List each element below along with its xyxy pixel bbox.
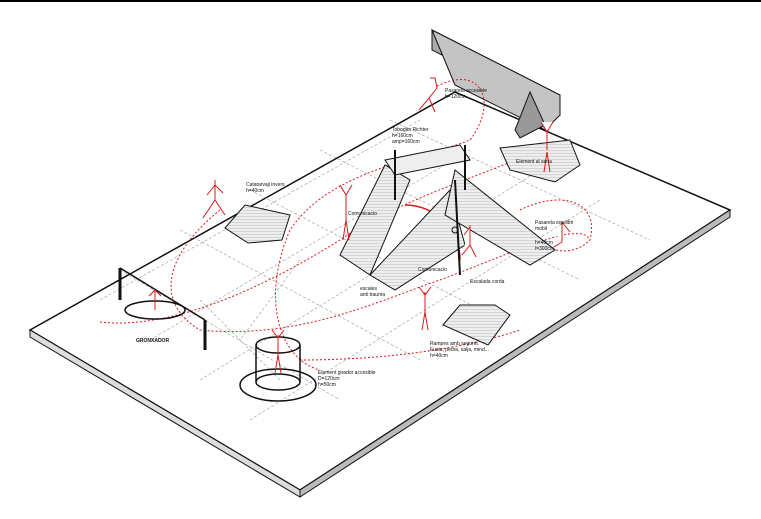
svg-text:h=160cm: h=160cm bbox=[392, 133, 413, 139]
svg-text:h=50cm: h=50cm bbox=[318, 382, 336, 388]
svg-text:escales: escales bbox=[360, 286, 377, 292]
label-comunicacio-2: Comunicacio bbox=[418, 267, 447, 273]
slide-tower bbox=[339, 144, 556, 291]
ground-slab-edge-right bbox=[299, 209, 731, 498]
svg-text:Fusta, pedra, salja, mind...: Fusta, pedra, salja, mind... bbox=[430, 347, 489, 353]
svg-text:mobil: mobil bbox=[535, 226, 547, 232]
inverted-climber bbox=[224, 204, 291, 244]
svg-text:h=40cm: h=40cm bbox=[535, 240, 553, 246]
swing bbox=[118, 267, 207, 350]
child-figures bbox=[148, 77, 571, 374]
label-pasarela: Pasarela accesible h=120cm bbox=[445, 88, 487, 100]
svg-text:amp=160cm: amp=160cm bbox=[392, 139, 420, 145]
label-girador: Element girador accesible D=120cm h=50cm bbox=[318, 370, 376, 388]
balance-walkway bbox=[499, 139, 581, 183]
svg-text:h=40cm: h=40cm bbox=[246, 188, 264, 194]
svg-text:Pasarela equilibri: Pasarela equilibri bbox=[535, 220, 573, 226]
svg-text:D=120cm: D=120cm bbox=[318, 376, 340, 382]
svg-text:Tobogan Richter: Tobogan Richter bbox=[392, 127, 429, 133]
svg-text:anti trauma: anti trauma bbox=[360, 292, 385, 298]
label-escales: escales anti trauma bbox=[360, 286, 385, 298]
label-rampes: Rampes amb seguret. Fusta, pedra, salja,… bbox=[430, 341, 489, 359]
svg-text:h=40cm: h=40cm bbox=[430, 353, 448, 359]
label-element-sena: Element al sena bbox=[516, 159, 552, 165]
label-catatarvaji: Catatarvaji invers h=40cm bbox=[246, 182, 285, 194]
label-escalada: Escalada corda bbox=[470, 279, 505, 285]
svg-text:Element girador accesible: Element girador accesible bbox=[318, 370, 376, 376]
svg-text:l=300cm: l=300cm bbox=[535, 246, 554, 252]
label-gronxador: GRONXADOR bbox=[136, 338, 169, 344]
label-comunicacio-1: Comunicacio bbox=[348, 211, 377, 217]
svg-text:h=120cm: h=120cm bbox=[445, 94, 466, 100]
safety-ramp bbox=[442, 304, 511, 346]
top-border bbox=[0, 0, 761, 2]
svg-text:Rampes amb seguret.: Rampes amb seguret. bbox=[430, 341, 479, 347]
svg-text:Catatarvaji invers: Catatarvaji invers bbox=[246, 182, 285, 188]
svg-text:Pasarela accesible: Pasarela accesible bbox=[445, 88, 487, 94]
label-tobogan: Tobogan Richter h=160cm amp=160cm bbox=[392, 127, 429, 145]
label-equilibri: Pasarela equilibri mobil h=40cm l=300cm bbox=[535, 220, 573, 252]
ground-slab bbox=[28, 91, 732, 491]
